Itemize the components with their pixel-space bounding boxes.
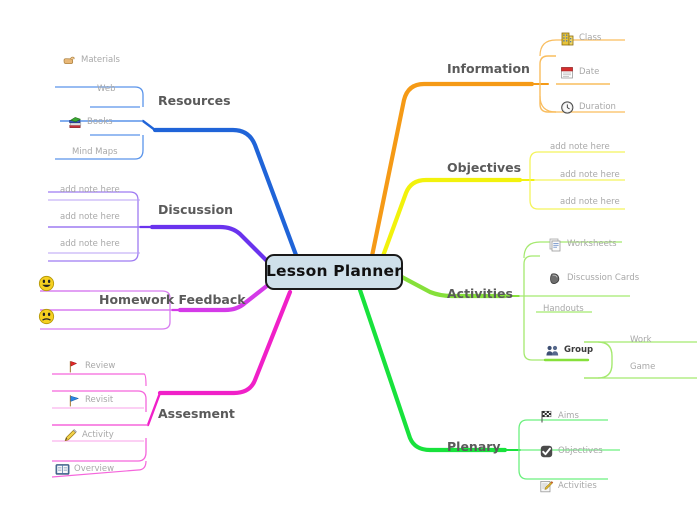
leaf-handouts[interactable]: Handouts — [543, 305, 584, 314]
leaf-discussion-cards[interactable]: Discussion Cards — [548, 271, 639, 286]
leaf-label: add note here — [60, 239, 120, 249]
pencil-icon — [63, 428, 78, 443]
leaf-aims[interactable]: Aims — [539, 409, 579, 424]
leaf-label: add note here — [560, 170, 620, 180]
leaf-books[interactable]: Books — [68, 115, 113, 130]
leaf-revisit[interactable]: Revisit — [66, 393, 113, 408]
leaf-label: Aims — [558, 411, 579, 422]
leaf-activity[interactable]: Activity — [63, 428, 114, 443]
branch-label-resources[interactable]: Resources — [158, 93, 231, 108]
leaf-duration[interactable]: Duration — [560, 100, 616, 115]
leaf-label: Materials — [81, 55, 120, 66]
leaf-worksheets[interactable]: Worksheets — [548, 237, 617, 252]
branch-label-activities[interactable]: Activities — [447, 286, 513, 301]
leaf-label: Revisit — [85, 395, 114, 406]
leaf-date[interactable]: Date — [560, 65, 599, 80]
leaf-label: Books — [87, 117, 113, 128]
leaf-label: Class — [579, 33, 602, 44]
leaf-label: Mind Maps — [72, 147, 118, 157]
leaf-overview[interactable]: Overview — [55, 462, 114, 477]
leaf-label: Date — [579, 67, 600, 78]
leaf-discussion-note-1[interactable]: add note here — [60, 186, 120, 195]
leaf-objectives-note-3[interactable]: add note here — [560, 198, 620, 207]
leaf-discussion-note-3[interactable]: add note here — [60, 240, 120, 249]
branch-label-discussion[interactable]: Discussion — [158, 202, 234, 217]
leaf-mind-maps[interactable]: Mind Maps — [72, 148, 118, 157]
books-stack-icon — [68, 115, 83, 130]
leaf-label: add note here — [550, 142, 610, 152]
branch-label-assesment[interactable]: Assesment — [158, 406, 235, 421]
leaf-label: Game — [630, 362, 656, 372]
leaf-group-work[interactable]: Work — [630, 336, 652, 345]
leaf-web[interactable]: Web — [97, 85, 116, 94]
leaf-group-game[interactable]: Game — [630, 363, 655, 372]
branch-label-homework-feedback[interactable]: Homework Feedback — [99, 292, 246, 307]
connector-resources — [55, 86, 299, 258]
checkmark-box-icon — [539, 444, 554, 459]
calendar-icon — [560, 65, 575, 80]
leaf-objectives-note-2[interactable]: add note here — [560, 171, 620, 180]
leaf-label: Overview — [74, 464, 115, 475]
leaf-discussion-note-2[interactable]: add note here — [60, 213, 120, 222]
branch-label-information[interactable]: Information — [447, 61, 530, 76]
leaf-group[interactable]: Group — [545, 343, 593, 358]
checkered-flag-icon — [539, 409, 554, 424]
leaf-label: Activities — [558, 481, 597, 492]
leaf-objectives-note-1[interactable]: add note here — [550, 143, 610, 152]
leaf-label: Work — [630, 335, 652, 345]
leaf-review[interactable]: Review — [66, 359, 115, 374]
smiley-sad-icon — [38, 308, 55, 325]
leaf-plenary-activities[interactable]: Activities — [539, 479, 597, 494]
connector-assesment — [51, 289, 293, 478]
leaf-label: Activity — [82, 430, 114, 441]
leaf-label: Objectives — [558, 446, 603, 457]
blue-flag-icon — [66, 393, 81, 408]
branch-label-objectives[interactable]: Objectives — [447, 160, 522, 175]
leaf-label: add note here — [560, 197, 620, 207]
leaf-label: add note here — [60, 212, 120, 222]
leaf-label: Handouts — [543, 304, 584, 314]
leaf-feedback-happy[interactable] — [38, 275, 57, 292]
leaf-plenary-objectives[interactable]: Objectives — [539, 444, 603, 459]
clock-icon — [560, 100, 575, 115]
leaf-label: Review — [85, 361, 116, 372]
building-icon — [560, 31, 575, 46]
leaf-label: Worksheets — [567, 239, 617, 250]
document-icon — [548, 237, 563, 252]
leaf-label: Discussion Cards — [567, 273, 640, 284]
note-pencil-icon — [539, 479, 554, 494]
root-node[interactable]: Lesson Planner — [265, 254, 403, 290]
hand-pointing-icon — [62, 53, 77, 68]
leaf-label: add note here — [60, 185, 120, 195]
leaf-label: Web — [97, 84, 116, 94]
leaf-class[interactable]: Class — [560, 31, 601, 46]
smiley-happy-icon — [38, 275, 55, 292]
leaf-label: Duration — [579, 102, 616, 113]
branch-label-plenary[interactable]: Plenary — [447, 439, 501, 454]
leaf-label: Group — [564, 345, 594, 356]
leaf-feedback-sad[interactable] — [38, 308, 57, 325]
leaf-materials[interactable]: Materials — [62, 53, 120, 68]
card-icon — [548, 271, 563, 286]
root-node-label: Lesson Planner — [265, 262, 403, 281]
open-book-icon — [55, 462, 70, 477]
people-icon — [545, 343, 560, 358]
red-flag-icon — [66, 359, 81, 374]
